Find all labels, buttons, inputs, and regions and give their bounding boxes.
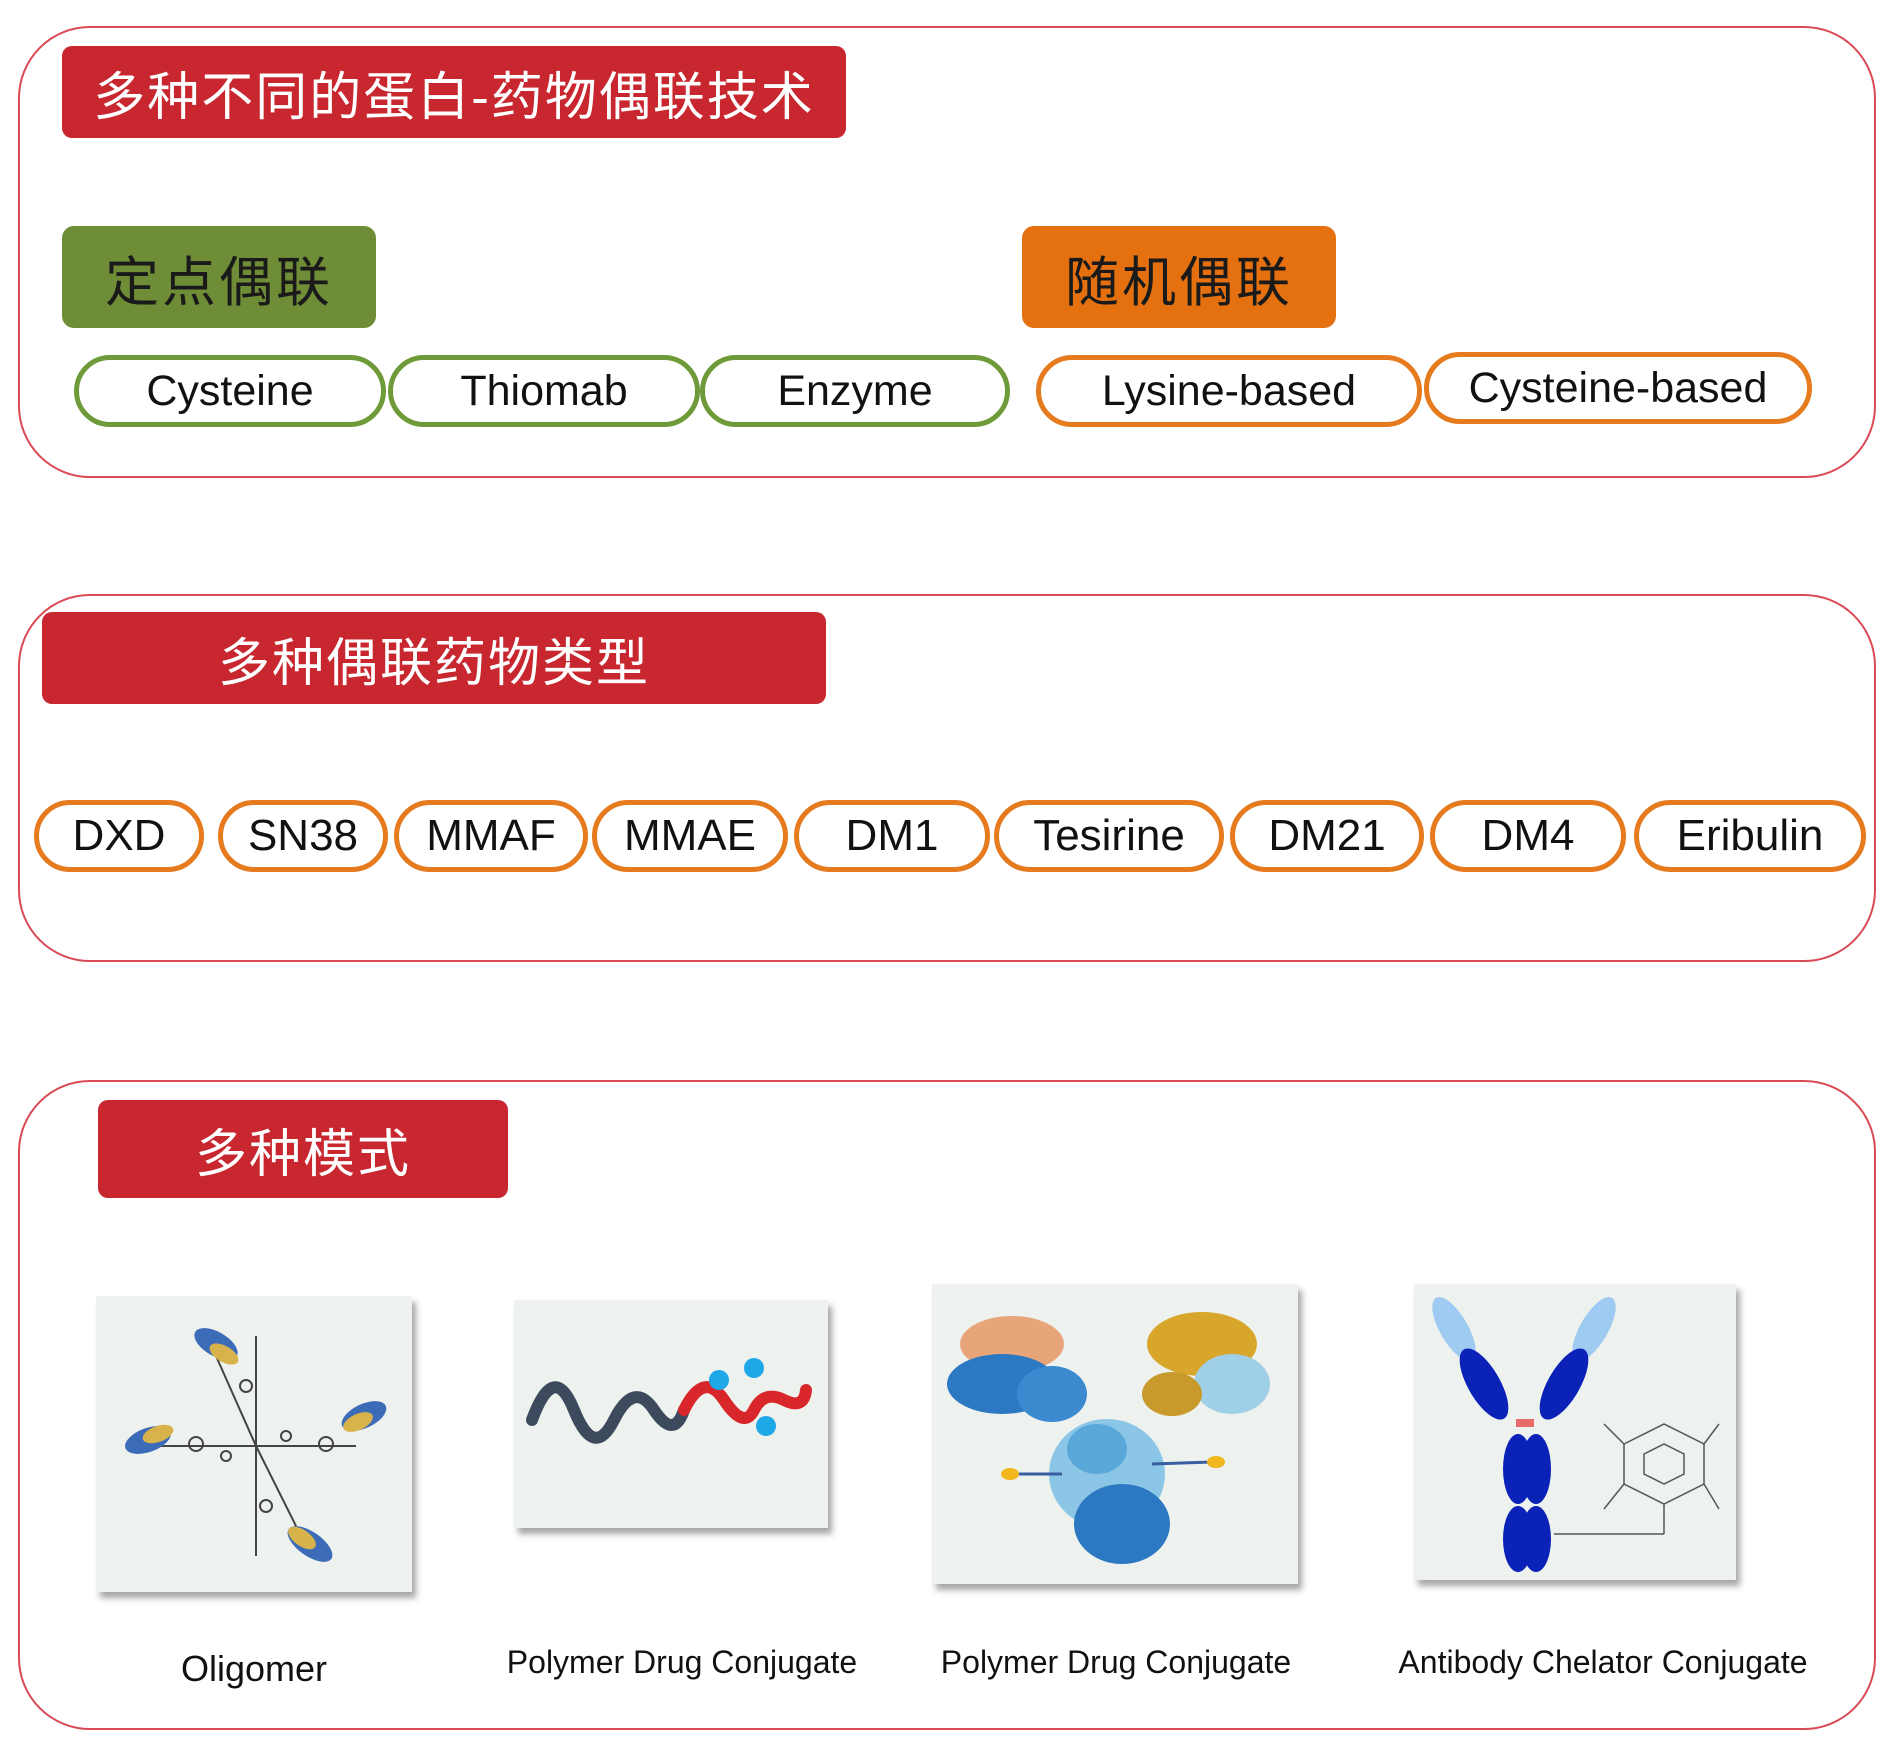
method-pill-cysteine-based: Cysteine-based bbox=[1424, 352, 1812, 424]
polymer-chain-illustration bbox=[514, 1300, 828, 1528]
drug-pill-sn38: SN38 bbox=[218, 800, 388, 872]
drug-pill-dxd: DXD bbox=[34, 800, 204, 872]
random-conjugation-label: 随机偶联 bbox=[1022, 226, 1336, 328]
protein-conjugate-illustration-icon bbox=[947, 1312, 1270, 1564]
site-specific-label: 定点偶联 bbox=[62, 226, 376, 328]
section2-title: 多种偶联药物类型 bbox=[42, 612, 826, 704]
drug-pill-dm1: DM1 bbox=[794, 800, 990, 872]
oligomer-illustration-icon bbox=[125, 1328, 387, 1562]
polymer-chain-illustration-icon bbox=[526, 1358, 812, 1444]
drug-pill-dm4: DM4 bbox=[1430, 800, 1626, 872]
antibody-chelator-illustration bbox=[1414, 1284, 1736, 1580]
drug-pill-dm21: DM21 bbox=[1230, 800, 1424, 872]
method-pill-thiomab: Thiomab bbox=[388, 355, 700, 427]
drug-pill-tesirine: Tesirine bbox=[994, 800, 1224, 872]
method-pill-enzyme: Enzyme bbox=[700, 355, 1010, 427]
drug-pill-mmaf: MMAF bbox=[394, 800, 588, 872]
section3-title: 多种模式 bbox=[98, 1100, 508, 1198]
method-pill-lysine-based: Lysine-based bbox=[1036, 355, 1422, 427]
method-pill-cysteine: Cysteine bbox=[74, 355, 386, 427]
drug-pill-mmae: MMAE bbox=[592, 800, 788, 872]
mode-caption-polymer-drug-conjugate-1: Polymer Drug Conjugate bbox=[506, 1644, 858, 1680]
mode-caption-antibody-chelator-conjugate: Antibody Chelator Conjugate bbox=[1398, 1644, 1808, 1680]
drug-pill-eribulin: Eribulin bbox=[1634, 800, 1866, 872]
antibody-chelator-illustration-icon bbox=[1432, 1297, 1720, 1572]
oligomer-illustration bbox=[96, 1296, 412, 1592]
mode-caption-polymer-drug-conjugate-2: Polymer Drug Conjugate bbox=[940, 1644, 1292, 1680]
mode-caption-oligomer: Oligomer bbox=[180, 1648, 328, 1689]
protein-conjugate-illustration bbox=[932, 1284, 1298, 1584]
section1-title: 多种不同的蛋白-药物偶联技术 bbox=[62, 46, 846, 138]
